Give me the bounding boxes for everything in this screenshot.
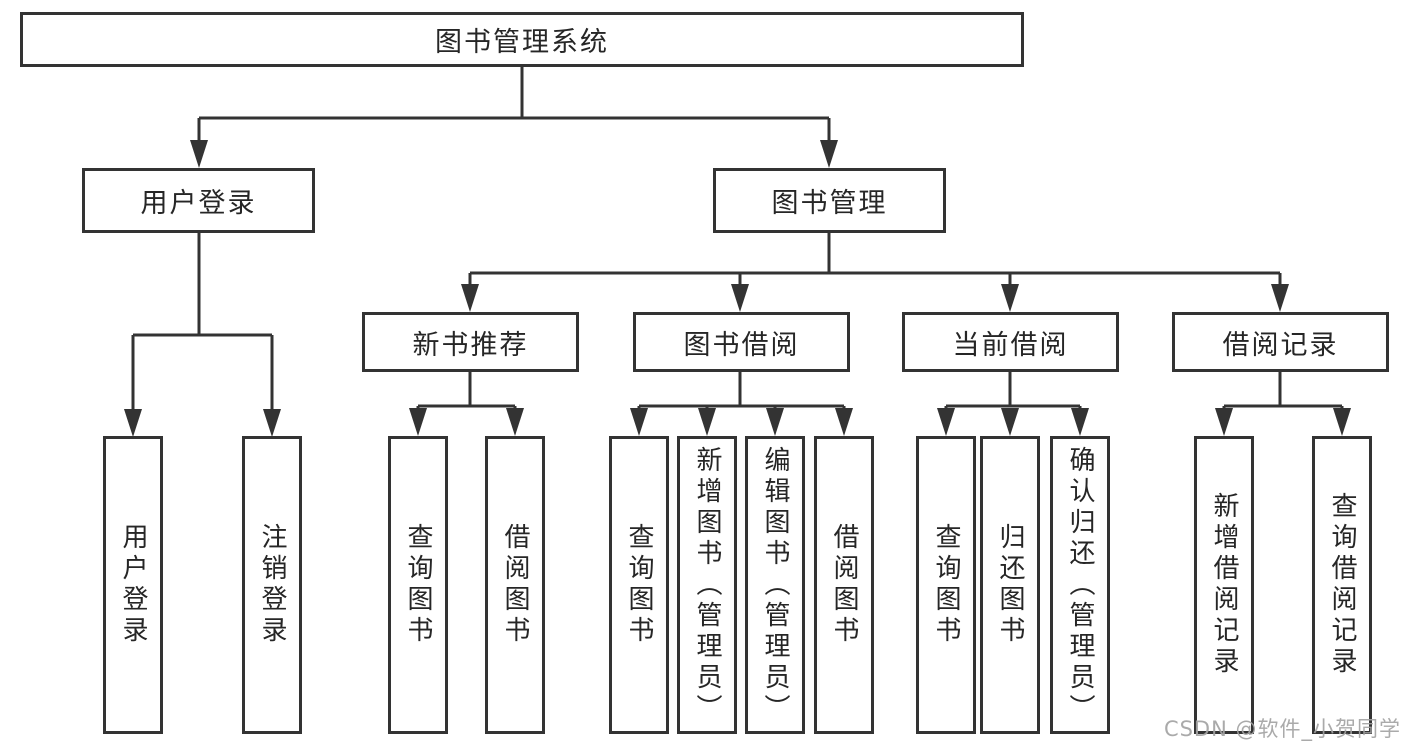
leaf-newbook-borrow-label: 借阅图书 <box>500 523 530 647</box>
node-root-label: 图书管理系统 <box>435 27 609 58</box>
node-book-borrow-label: 图书借阅 <box>683 329 800 361</box>
leaf-records-add-label: 新增借阅记录 <box>1209 492 1239 678</box>
leaf-logout: 注销登录 <box>242 436 302 734</box>
node-current-borrow: 当前借阅 <box>902 312 1119 372</box>
leaf-newbook-query-label: 查询图书 <box>403 523 433 647</box>
leaf-borrow-query-label: 查询图书 <box>624 523 654 647</box>
arrowheads <box>124 140 1351 437</box>
leaf-logout-label: 注销登录 <box>257 523 287 647</box>
leaf-borrow-edit-admin: 编辑图书（管理员） <box>745 436 805 734</box>
node-new-book-recommend-label: 新书推荐 <box>412 329 529 361</box>
node-book-management: 图书管理 <box>713 168 946 233</box>
node-user-login: 用户登录 <box>82 168 315 233</box>
edge-records-to-leaves <box>1222 372 1344 411</box>
leaf-borrow-query: 查询图书 <box>609 436 669 734</box>
node-book-borrow: 图书借阅 <box>633 312 850 372</box>
leaf-records-query: 查询借阅记录 <box>1312 436 1372 734</box>
leaf-newbook-borrow: 借阅图书 <box>485 436 545 734</box>
node-borrow-records-label: 借阅记录 <box>1222 329 1339 361</box>
leaf-records-query-label: 查询借阅记录 <box>1327 492 1357 678</box>
node-new-book-recommend: 新书推荐 <box>362 312 579 372</box>
leaf-records-add: 新增借阅记录 <box>1194 436 1254 734</box>
edge-borrow-to-leaves <box>637 372 846 411</box>
leaf-borrow-add-admin: 新增图书（管理员） <box>677 436 737 734</box>
node-current-borrow-label: 当前借阅 <box>952 329 1069 361</box>
leaf-current-confirm-admin: 确认归还（管理员） <box>1050 436 1110 734</box>
node-root: 图书管理系统 <box>20 12 1024 67</box>
edge-user-login-to-leaves <box>131 233 274 411</box>
node-book-management-label: 图书管理 <box>771 188 888 219</box>
edge-book-mgmt-to-sections <box>468 233 1282 286</box>
edge-newbook-to-leaves <box>416 372 517 411</box>
edge-current-to-leaves <box>944 372 1082 411</box>
leaf-borrow-borrow-label: 借阅图书 <box>829 523 859 647</box>
leaf-user-login-label: 用户登录 <box>118 523 148 647</box>
leaf-current-return: 归还图书 <box>980 436 1040 734</box>
node-borrow-records: 借阅记录 <box>1172 312 1389 372</box>
leaf-borrow-add-admin-label: 新增图书（管理员） <box>692 445 722 725</box>
leaf-current-return-label: 归还图书 <box>995 523 1025 647</box>
node-user-login-label: 用户登录 <box>140 188 257 219</box>
leaf-borrow-borrow: 借阅图书 <box>814 436 874 734</box>
csdn-watermark: CSDN @软件_小贺同学 <box>1163 717 1401 741</box>
leaf-borrow-edit-admin-label: 编辑图书（管理员） <box>760 445 790 725</box>
leaf-current-query: 查询图书 <box>916 436 976 734</box>
leaf-current-confirm-admin-label: 确认归还（管理员） <box>1065 445 1095 725</box>
edge-root-to-branches <box>197 67 831 142</box>
leaf-user-login: 用户登录 <box>103 436 163 734</box>
leaf-current-query-label: 查询图书 <box>931 523 961 647</box>
leaf-newbook-query: 查询图书 <box>388 436 448 734</box>
